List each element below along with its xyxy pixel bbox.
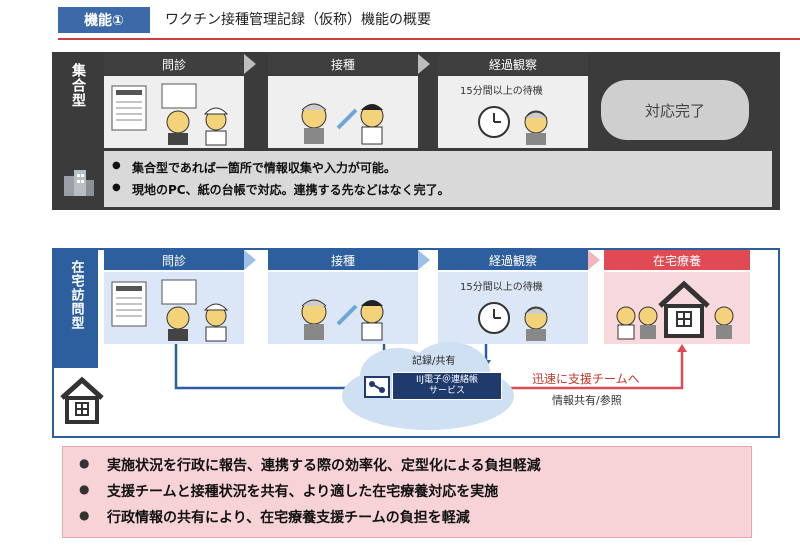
feature-tag: 機能① [58,7,150,33]
building-icon [62,166,96,202]
share-red-text: 迅速に支援チームへ [532,372,640,386]
home-box-interview [104,272,244,344]
service-label: IIJ電子＠連絡帳 サービス [392,372,502,400]
group-step-interview: 問診 [104,54,244,74]
network-icon [364,376,390,402]
group-arrow-1 [244,54,256,74]
group-box-interview [104,76,244,148]
group-section-label: 集合型 [70,63,86,108]
home-step-homecare: 在宅療養 [604,250,750,270]
group-step-observation: 経過観察 [438,54,588,74]
page-title: ワクチン接種管理記録（仮称）機能の概要 [165,12,431,28]
home-section-label-bg [52,248,98,368]
group-box-observation: 15分間以上の待機 [438,76,588,148]
home-arrow-3 [588,250,600,270]
house-icon [58,376,106,430]
home-arrow-2 [418,250,430,270]
group-bullet-2: 現地のPC、紙の台帳で対応。連携する先などはなく完了。 [112,181,772,198]
home-bullet-box: 実施状況を行政に報告、連携する際の効率化、定型化による負担軽減 支援チームと接種… [62,446,752,538]
group-bullet-box: 集合型であれば一箇所で情報収集や入力が可能。 現地のPC、紙の台帳で対応。連携す… [104,151,772,207]
cloud-record-label: 記録/共有 [412,356,456,367]
share-sub-text: 情報共有/参照 [552,394,622,407]
group-box-vaccination [268,76,418,148]
home-box-homecare [604,272,750,344]
home-wait-note: 15分間以上の待機 [460,282,543,293]
home-step-vaccination: 接種 [268,250,418,270]
home-step-interview: 問診 [104,250,244,270]
home-box-observation: 15分間以上の待機 [438,272,588,344]
group-bullet-1: 集合型であれば一箇所で情報収集や入力が可能。 [112,159,772,176]
group-wait-note: 15分間以上の待機 [460,86,543,97]
home-bullet-2: 支援チームと接種状況を共有、より適した在宅療養対応を実施 [79,481,751,501]
title-underline [58,38,800,40]
home-section-label: 在宅訪問型 [68,260,84,330]
home-box-vaccination [268,272,418,344]
group-arrow-2 [418,54,430,74]
group-done-pill: 対応完了 [601,80,749,140]
group-step-vaccination: 接種 [268,54,418,74]
home-step-observation: 経過観察 [438,250,588,270]
home-bullet-1: 実施状況を行政に報告、連携する際の効率化、定型化による負担軽減 [79,455,751,475]
home-arrow-1 [244,250,256,270]
home-bullet-3: 行政情報の共有により、在宅療養支援チームの負担を軽減 [79,507,751,527]
